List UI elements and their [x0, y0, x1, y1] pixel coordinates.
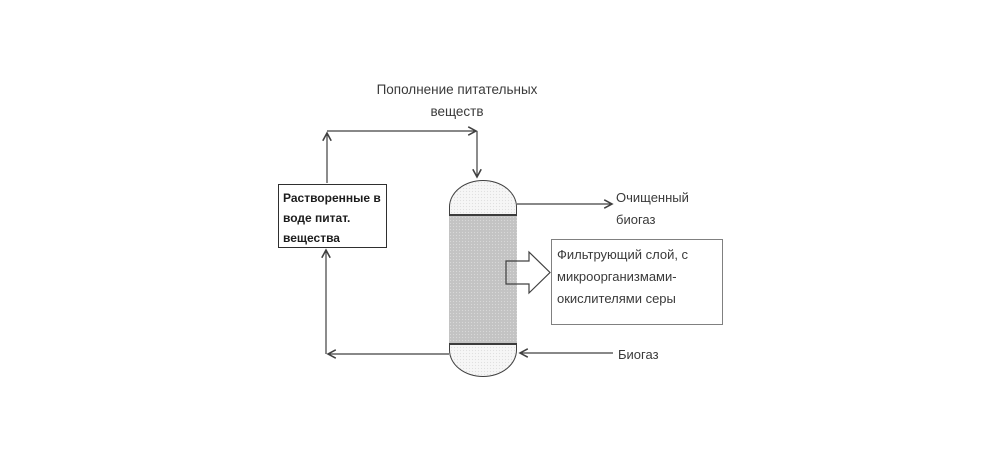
- filter-layer-annotation-box: Фильтрующий слой, с микроорганизмами- ок…: [551, 239, 723, 325]
- dissolved-nutrients-line1: Растворенные в: [283, 191, 381, 205]
- filter-layer-line2: микроорганизмами-: [557, 269, 677, 284]
- bioreactor-column: [449, 180, 517, 377]
- diagram-title: Пополнение питательных веществ: [332, 79, 582, 123]
- filter-layer-line3: окислителями серы: [557, 291, 676, 306]
- dissolved-nutrients-box: Растворенные в воде питат. вещества: [278, 184, 387, 248]
- clean-biogas-label-line2: биогаз: [616, 212, 656, 227]
- biogas-inlet-label: Биогаз: [618, 347, 659, 362]
- diagram-title-line1: Пополнение питательных: [376, 82, 538, 97]
- diagram-title-line2: веществ: [430, 104, 484, 119]
- dissolved-nutrients-line2: воде питат.: [283, 211, 351, 225]
- filter-layer-line1: Фильтрующий слой, с: [557, 247, 689, 262]
- dissolved-nutrients-line3: вещества: [283, 231, 340, 245]
- clean-biogas-label: Очищенный биогаз: [616, 187, 689, 231]
- clean-biogas-label-line1: Очищенный: [616, 190, 689, 205]
- filter-bed: [449, 214, 517, 345]
